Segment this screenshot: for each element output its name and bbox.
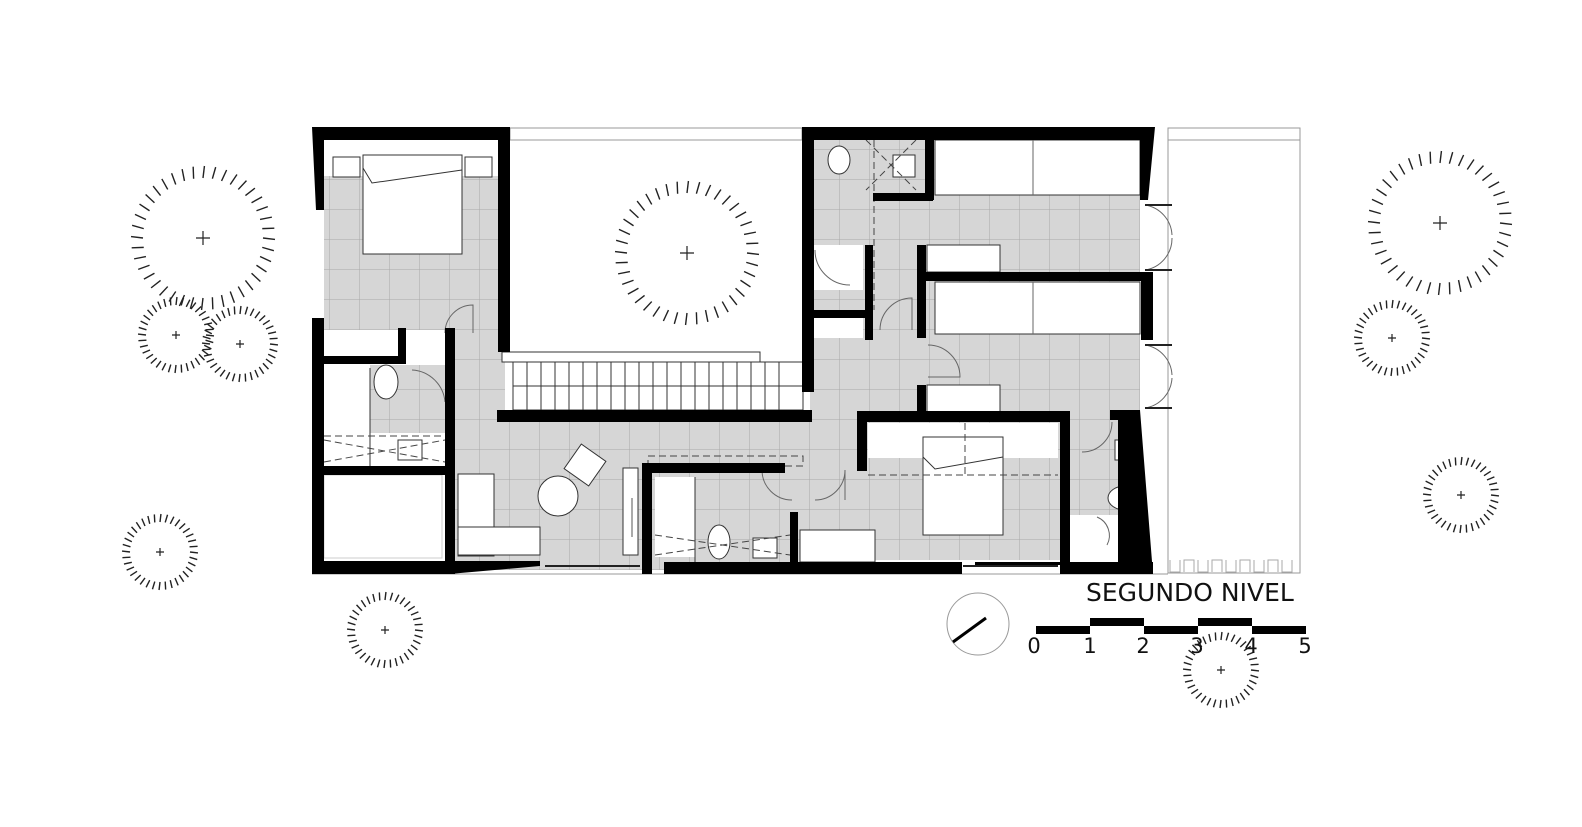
desk-east-1 [926,244,1001,273]
wall-north-center-east [802,127,814,392]
storage-west [323,474,443,559]
wall-closet-right [398,328,406,364]
tree-icon [130,165,276,311]
wall-stair-south [497,410,812,422]
wall-west-inner-east [498,127,510,352]
desk-east-2 [926,384,1001,413]
tree-icon [1422,456,1500,534]
wall-west-outer [312,318,324,574]
round-table [537,475,579,517]
stair-treads [513,362,803,410]
tree-icon [121,513,199,591]
wall-bath-bottom [324,466,449,475]
wall-south-west [312,561,540,574]
shower-central [655,477,695,557]
overhead-dashed-lines [323,139,1058,556]
tree-icon [346,591,424,669]
nightstand-left [332,156,361,178]
tree-icon [614,180,760,326]
wall-east-mid [1141,272,1153,340]
double-bed-master [922,436,1004,536]
sink-west [397,439,423,461]
wall-west-outer-top [312,127,510,210]
wall-utility-right [865,245,873,340]
bed-sheet-fold [362,167,463,184]
scale-tick-2: 2 [1136,634,1150,658]
cabinet-corridor [799,529,876,563]
toilet-ne [827,145,851,175]
wardrobe-strip-west [324,140,498,154]
wall-bath-central-left [642,463,652,574]
wall-desk-2 [917,385,926,413]
scale-tick-0: 0 [1027,634,1041,658]
scale-bar [1036,618,1306,634]
scale-tick-3: 3 [1190,634,1204,658]
door-swings [411,204,1173,546]
plan-title: SEGUNDO NIVEL [1086,578,1294,607]
wall-utility-bottom [813,310,871,318]
wall-bed1-west [917,245,926,338]
closet-ne [934,139,1141,196]
stair-landing [501,351,761,363]
l-sofa-seat [457,526,541,556]
wall-south-central [664,562,962,574]
windows [545,204,1172,567]
wall-closet-top [324,356,406,364]
armchair [563,443,607,487]
double-bed-west [362,154,463,255]
wall-bath-central-top [642,463,785,473]
walls [312,127,1155,574]
toilet-central [707,524,731,560]
nightstand-right [464,156,493,178]
wall-bath-ne-bottom [873,193,933,201]
storage-ne [813,318,863,338]
wall-east-south [1110,410,1153,574]
tree-icon [1367,150,1513,296]
terrace-fret-pattern [1169,559,1293,573]
sink-central [752,537,778,559]
wall-north-east [802,127,1155,200]
furniture [323,139,1143,570]
wall-south-east [1070,562,1153,574]
sink-ne [892,154,916,178]
north-indicator-icon [946,592,1010,656]
trees [121,150,1513,709]
wall-bath-central-right [790,512,798,562]
wall-master-east [1060,411,1070,574]
shower-se [1070,520,1107,565]
toilet-west [373,364,399,400]
shower-west [324,368,369,433]
scale-tick-1: 1 [1083,634,1097,658]
wall-bath-ne-right [925,140,934,200]
cabinet-tall [622,467,639,556]
tree-icon [1182,631,1260,709]
wall-master-top [857,411,1070,422]
scale-tick-4: 4 [1244,634,1258,658]
linen-cabinet-west [324,331,399,358]
tree-icon [1353,299,1431,377]
wall-bed1-bed2 [926,272,1141,281]
scale-tick-5: 5 [1298,634,1312,658]
wall-master-west [857,411,867,471]
tree-icon [201,305,279,383]
wardrobe-east-2 [934,281,1141,335]
wall-bath-right [445,328,455,574]
tree-icon [137,296,215,374]
